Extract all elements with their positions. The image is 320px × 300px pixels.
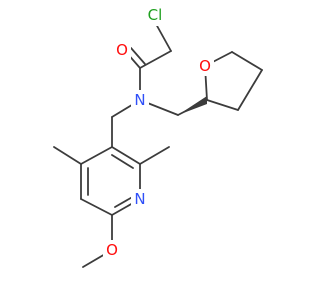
atom-methoxy-oxygen-label: O	[106, 241, 118, 259]
bond-py-c2-c3-inner	[111, 154, 134, 169]
bond-cl-ch2	[155, 23, 172, 52]
atom-pyridine-nitrogen-label: N	[134, 190, 145, 208]
molecule-diagram: Cl O N O N O	[53, 6, 263, 268]
atom-carbonyl-oxygen: O	[113, 40, 131, 60]
bond-thf-c4-c3	[237, 69, 263, 111]
bond-thf-c5-c4	[231, 51, 263, 71]
atom-methoxy-oxygen: O	[103, 240, 121, 260]
bond-c2-methyl	[139, 146, 170, 165]
bond-layer	[53, 23, 263, 268]
bond-py-c2-c3	[111, 146, 141, 165]
bond-thf-c3-c2	[206, 99, 239, 111]
atom-amide-nitrogen-label: N	[134, 91, 145, 109]
bond-ch2-carbonyl	[139, 50, 172, 69]
atom-pyridine-nitrogen: N	[131, 189, 149, 209]
atom-amide-nitrogen: N	[131, 90, 149, 110]
bond-carbonyl-double-2	[130, 47, 146, 65]
structure-canvas: Cl O N O N O	[53, 6, 263, 268]
atom-layer: Cl O N O N O	[103, 6, 214, 260]
atom-chlorine-label: Cl	[148, 6, 163, 24]
bond-c4-methyl	[53, 146, 82, 165]
wedge-bond-stereocenter	[178, 96, 207, 115]
bond-py-c5-c6	[80, 198, 113, 216]
atom-ring-oxygen: O	[196, 56, 214, 76]
atom-carbonyl-oxygen-label: O	[116, 41, 128, 59]
bond-py-c3-c4	[80, 146, 113, 165]
atom-chlorine: Cl	[140, 6, 170, 26]
atom-ring-oxygen-label: O	[199, 57, 211, 75]
